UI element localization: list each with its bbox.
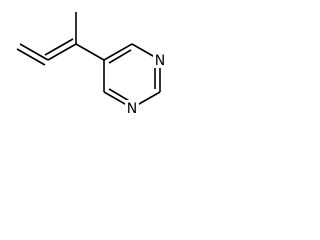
- pyrimidine-ring: [103, 43, 161, 109]
- atom-n1: N: [153, 52, 167, 69]
- bond-ca-cb: [47, 43, 77, 61]
- bond-c5-c6: [103, 43, 133, 61]
- bond-c5-c6-inner: [108, 49, 132, 64]
- bond-c5-ca: [75, 43, 105, 61]
- bond-cb-cc-second: [16, 48, 46, 66]
- bond-cb-cc: [19, 43, 49, 61]
- allene-substituent: [16, 12, 105, 66]
- bond-ca-cb-second: [44, 38, 74, 56]
- bond-n3-c4-inner: [108, 88, 132, 103]
- atom-n3: N: [125, 100, 139, 117]
- chemical-structure-diagram: N N: [16, 12, 167, 117]
- atom-label-n3: N: [127, 101, 137, 117]
- atom-label-n1: N: [155, 53, 165, 69]
